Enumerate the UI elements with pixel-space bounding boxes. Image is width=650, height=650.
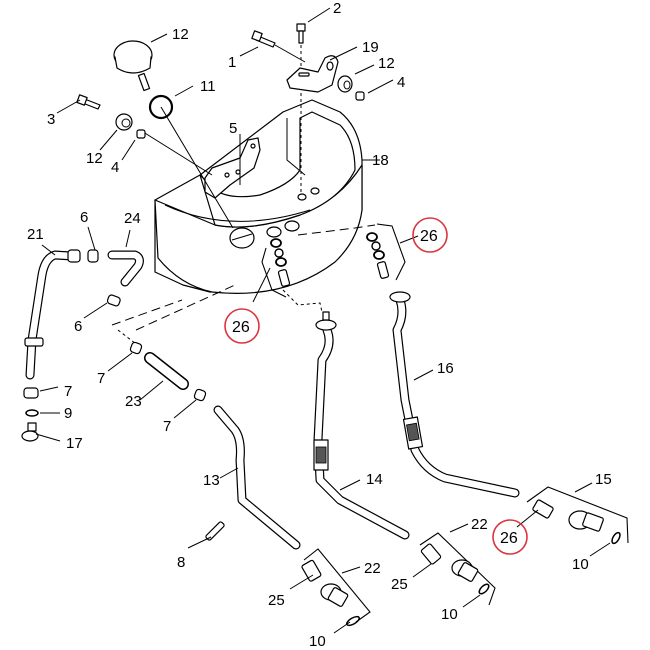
o-ring-10-c xyxy=(611,531,621,545)
clamp-6-top xyxy=(87,249,99,263)
fuel-tank xyxy=(154,99,363,294)
bolt-3 xyxy=(76,94,101,110)
fitting-22-b xyxy=(451,559,479,582)
label-8: 8 xyxy=(177,554,185,571)
group-bracket-15 xyxy=(526,486,629,544)
o-ring-9 xyxy=(25,409,39,417)
label-14: 14 xyxy=(366,471,383,488)
o-ring-10-b xyxy=(478,583,490,595)
label-6-lower: 6 xyxy=(74,318,82,335)
hose-23 xyxy=(144,352,189,390)
callout-ring xyxy=(224,308,260,344)
label-12-left: 12 xyxy=(86,150,103,167)
fitting-26 xyxy=(532,499,554,519)
callout-label: 26 xyxy=(500,530,518,547)
label-18: 18 xyxy=(372,152,389,169)
label-20: 12 xyxy=(172,26,189,43)
highlighted-callouts: 26 26 26 xyxy=(224,217,528,555)
spacer-4-left xyxy=(136,129,146,139)
label-22-b: 22 xyxy=(471,516,488,533)
label-13: 13 xyxy=(203,472,220,489)
callout-ring xyxy=(412,217,448,253)
hose-24 xyxy=(107,250,144,287)
label-22-a: 22 xyxy=(364,560,381,577)
spacer-4-right xyxy=(355,91,365,101)
bolt-1 xyxy=(251,30,306,63)
fitting-25-b xyxy=(420,543,442,565)
o-ring-11 xyxy=(148,94,174,120)
mounting-bracket xyxy=(204,134,261,199)
callout-label: 26 xyxy=(232,319,250,336)
clamp-7-b xyxy=(193,388,207,402)
tube-13 xyxy=(213,405,301,550)
label-1: 1 xyxy=(228,54,236,71)
clamp-6-lower xyxy=(106,294,121,307)
label-7-a: 7 xyxy=(97,370,105,387)
fitting-15 xyxy=(568,510,604,532)
callout-label: 26 xyxy=(420,228,438,245)
label-2: 2 xyxy=(333,0,341,17)
leader-lines xyxy=(35,7,611,634)
label-6-top: 6 xyxy=(80,209,88,226)
label-23: 23 xyxy=(125,393,142,410)
port-fitting-left xyxy=(270,238,291,287)
label-25-a: 25 xyxy=(268,592,285,609)
bushing-12-left xyxy=(115,113,133,131)
fitting-25-a xyxy=(301,559,322,582)
label-24: 24 xyxy=(124,210,141,227)
nut-7-left xyxy=(23,387,39,399)
label-4-right: 4 xyxy=(397,74,405,91)
bushing-12-right xyxy=(337,75,353,93)
fitting-22-a xyxy=(320,583,349,607)
label-16: 16 xyxy=(437,360,454,377)
clamp-7-a xyxy=(129,341,143,355)
hose-21 xyxy=(24,249,81,380)
label-25-b: 25 xyxy=(391,576,408,593)
label-15: 15 xyxy=(595,471,612,488)
label-10-c: 10 xyxy=(572,556,589,573)
port-fitting-right xyxy=(366,232,390,279)
label-7-b: 7 xyxy=(163,418,171,435)
bracket-19 xyxy=(286,55,339,93)
label-12-right: 12 xyxy=(378,55,395,72)
bolt-2 xyxy=(296,23,306,44)
plug-17 xyxy=(21,422,39,442)
callout-ring xyxy=(492,519,528,555)
callout-26-bottom-right[interactable]: 26 xyxy=(492,519,528,555)
label-19: 19 xyxy=(362,39,379,56)
label-11: 11 xyxy=(200,78,216,95)
part-labels: 12 11 3 12 4 5 1 2 19 12 4 18 21 6 24 6 … xyxy=(27,0,612,650)
label-5: 5 xyxy=(229,120,237,137)
tube-16 xyxy=(389,291,520,498)
label-21: 21 xyxy=(27,226,44,243)
label-10-b: 10 xyxy=(441,606,458,623)
callout-26-center[interactable]: 26 xyxy=(224,308,260,344)
label-7-left: 7 xyxy=(64,383,72,400)
label-10-a: 10 xyxy=(309,633,326,650)
tube-14 xyxy=(313,311,410,540)
callout-26-top-right[interactable]: 26 xyxy=(412,217,448,253)
label-3: 3 xyxy=(47,111,55,128)
o-ring-10-a xyxy=(346,615,360,627)
fuel-cap xyxy=(113,40,153,92)
label-9: 9 xyxy=(64,405,72,422)
group-bracket-22-a xyxy=(303,548,371,623)
label-17: 17 xyxy=(66,435,83,452)
label-4-left: 4 xyxy=(111,159,119,176)
